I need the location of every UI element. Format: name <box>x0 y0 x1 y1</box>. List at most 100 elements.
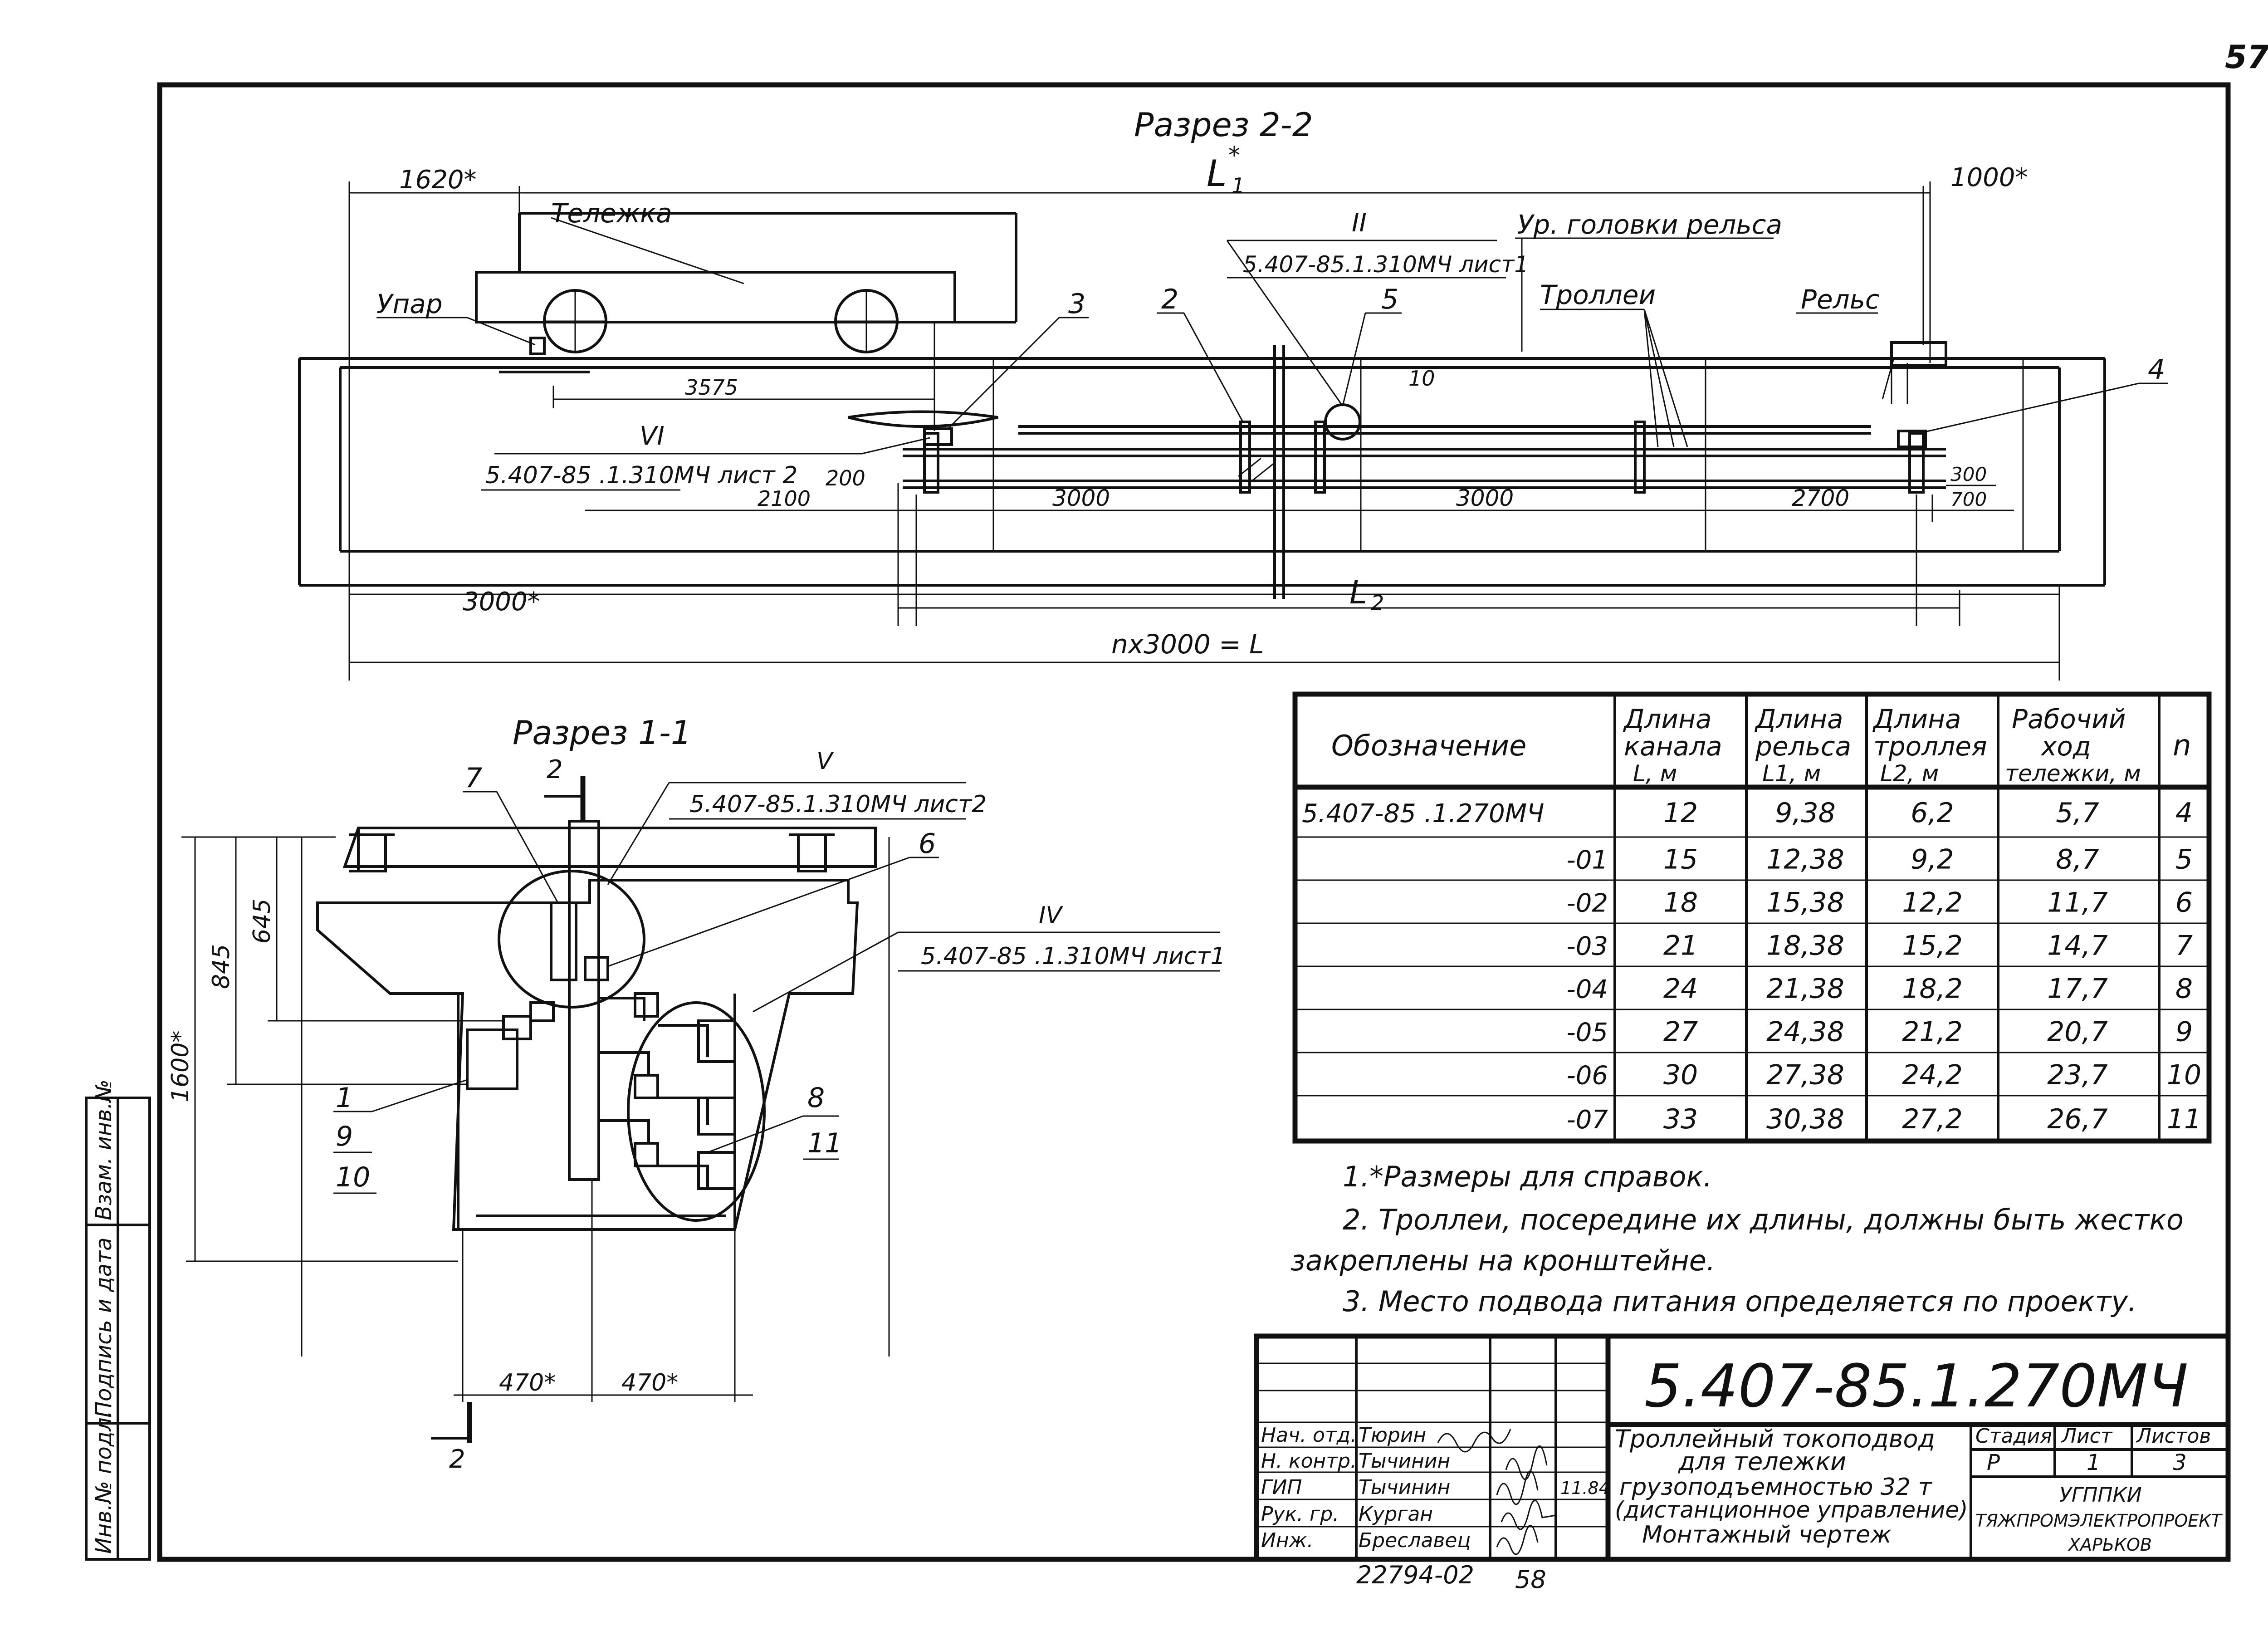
notes: 1.*Размеры для справок. 2. Троллеи, посе… <box>1290 1160 2184 1318</box>
trolley-body <box>475 271 956 323</box>
name-0: Тюрин <box>1359 1424 1426 1447</box>
table-cell-channel: 30 <box>1663 1059 1698 1091</box>
dim-L1: L <box>1207 152 1227 195</box>
dim-n-times-3000: nx3000 = L <box>1111 629 1264 660</box>
sheet-header: Лист <box>2061 1425 2113 1448</box>
table-cell-rail: 9,38 <box>1775 797 1836 829</box>
table-cell-n: 9 <box>2175 1016 2193 1048</box>
table-cell-rail: 21,38 <box>1766 973 1844 1005</box>
org-line-2: ХАРЬКОВ <box>2068 1535 2152 1555</box>
node-VI: VI <box>640 421 665 451</box>
callout-9: 9 <box>336 1121 353 1152</box>
callout-5: 5 <box>1381 284 1398 315</box>
table-cell-channel: 21 <box>1663 930 1698 962</box>
node-V: V <box>816 748 834 775</box>
table-cell-trolley: 18,2 <box>1902 973 1963 1005</box>
th-travel-1: Рабочий <box>2012 704 2126 735</box>
table-cell-travel: 8,7 <box>2056 844 2099 876</box>
sign-date: 11.84 <box>1560 1478 1610 1498</box>
callout-10: 10 <box>336 1161 370 1193</box>
table-cell-trolley: 6,2 <box>1911 797 1954 829</box>
dim-1600: 1600* <box>167 1031 194 1102</box>
dim-10: 10 <box>1408 366 1435 391</box>
role-1: Н. контр. <box>1261 1450 1357 1473</box>
table-cell-designation: -03 <box>1567 932 1608 961</box>
th-rail-3: L1, м <box>1762 760 1821 787</box>
table-cell-travel: 5,7 <box>2056 797 2099 829</box>
org-line-1: ТЯЖПРОМЭЛЕКТРОПРОЕКТ <box>1975 1511 2223 1531</box>
section-2-2-title: Разрез 2-2 <box>1134 106 1313 144</box>
callout-6: 6 <box>919 828 936 860</box>
dim-2700: 2700 <box>1792 485 1849 511</box>
role-2: ГИП <box>1261 1476 1302 1499</box>
dim-L1-mark: * <box>1228 142 1240 169</box>
th-travel-2: ход <box>2040 731 2091 762</box>
org-line-0: УГППКИ <box>2059 1484 2142 1507</box>
table-cell-travel: 11,7 <box>2047 887 2108 919</box>
name-2: Тычинин <box>1359 1476 1450 1499</box>
title-line-3: (дистанционное управление). <box>1615 1497 1975 1523</box>
table-cell-travel: 20,7 <box>2047 1016 2108 1048</box>
table-cell-n: 8 <box>2175 973 2193 1005</box>
table-cell-trolley: 15,2 <box>1902 930 1963 962</box>
stage-value: Р <box>1987 1450 2000 1475</box>
table-cell-n: 7 <box>2175 930 2193 962</box>
callout-1: 1 <box>336 1082 353 1114</box>
table-cell-channel: 12 <box>1663 797 1698 829</box>
section-1-1: Разрез 1-1 2 <box>167 714 1226 1474</box>
title-block: Нач. отд. Тюрин Н. контр. Тычинин ГИП Ты… <box>1254 1333 2231 1594</box>
table-cell-designation: 5.407-85 .1.270МЧ <box>1302 799 1544 828</box>
table-cell-n: 6 <box>2175 887 2193 919</box>
table-cell-travel: 26,7 <box>2047 1103 2108 1135</box>
node-II-ref: 5.407-85.1.310МЧ лист1 <box>1243 251 1529 278</box>
stamp-inv-orig: Инв.№ подл. <box>91 1411 117 1554</box>
name-3: Курган <box>1359 1503 1433 1526</box>
dim-1620: 1620* <box>399 165 477 195</box>
th-rail-2: рельса <box>1755 731 1851 762</box>
table-cell-travel: 17,7 <box>2047 973 2108 1005</box>
th-n: n <box>2173 729 2191 763</box>
role-0: Нач. отд. <box>1261 1424 1357 1447</box>
table-cell-rail: 24,38 <box>1766 1016 1844 1048</box>
note-1: 1.*Размеры для справок. <box>1343 1160 1712 1193</box>
table-cell-designation: -02 <box>1567 889 1608 918</box>
cut-2-top: 2 <box>547 755 563 784</box>
th-travel-3: тележки, м <box>2005 760 2141 787</box>
table-cell-n: 10 <box>2167 1059 2201 1091</box>
dim-3575: 3575 <box>685 375 738 400</box>
th-trolley-2: троллея <box>1873 731 1987 762</box>
section-1-1-title: Разрез 1-1 <box>513 714 692 752</box>
table-cell-n: 11 <box>2167 1103 2201 1135</box>
cut-2-bottom: 2 <box>449 1445 465 1474</box>
table-cell-rail: 12,38 <box>1766 844 1844 876</box>
dim-L2: L <box>1349 574 1367 611</box>
table-cell-channel: 15 <box>1663 844 1698 876</box>
role-4: Инж. <box>1261 1529 1313 1552</box>
callout-11: 11 <box>807 1127 842 1159</box>
dim-2100: 2100 <box>758 486 811 511</box>
node-V-ref: 5.407-85.1.310МЧ лист2 <box>689 791 987 818</box>
detail-circle-IV <box>627 1001 766 1222</box>
table-cell-travel: 23,7 <box>2047 1059 2108 1091</box>
table-cell-trolley: 21,2 <box>1902 1016 1963 1048</box>
callout-2: 2 <box>1161 284 1178 315</box>
title-line-0: Троллейный токоподвод <box>1615 1425 1935 1453</box>
dim-1000: 1000* <box>1950 163 2028 192</box>
dim-L1-sub: 1 <box>1232 173 1245 198</box>
dim-3000-b: 3000 <box>1456 485 1514 511</box>
title-line-4: Монтажный чертеж <box>1642 1521 1892 1548</box>
dim-3000-a: 3000 <box>1052 485 1110 511</box>
title-line-2: грузоподъемностью 32 т <box>1619 1474 1933 1501</box>
table-cell-trolley: 9,2 <box>1911 844 1954 876</box>
drawing-code: 5.407-85.1.270МЧ <box>1644 1352 2188 1420</box>
table-cell-designation: -05 <box>1567 1018 1608 1048</box>
signature-1 <box>1505 1445 1548 1480</box>
table-cell-channel: 33 <box>1663 1103 1698 1135</box>
dim-L2-sub: 2 <box>1371 591 1384 615</box>
table-cell-designation: -07 <box>1567 1105 1608 1135</box>
name-4: Бреславец <box>1359 1529 1471 1552</box>
table-cell-rail: 30,38 <box>1766 1103 1844 1135</box>
dim-300: 300 <box>1950 463 1987 485</box>
label-trolleys: Троллеи <box>1540 279 1656 310</box>
node-VI-ref: 5.407-85 .1.310МЧ лист 2 <box>485 462 797 489</box>
